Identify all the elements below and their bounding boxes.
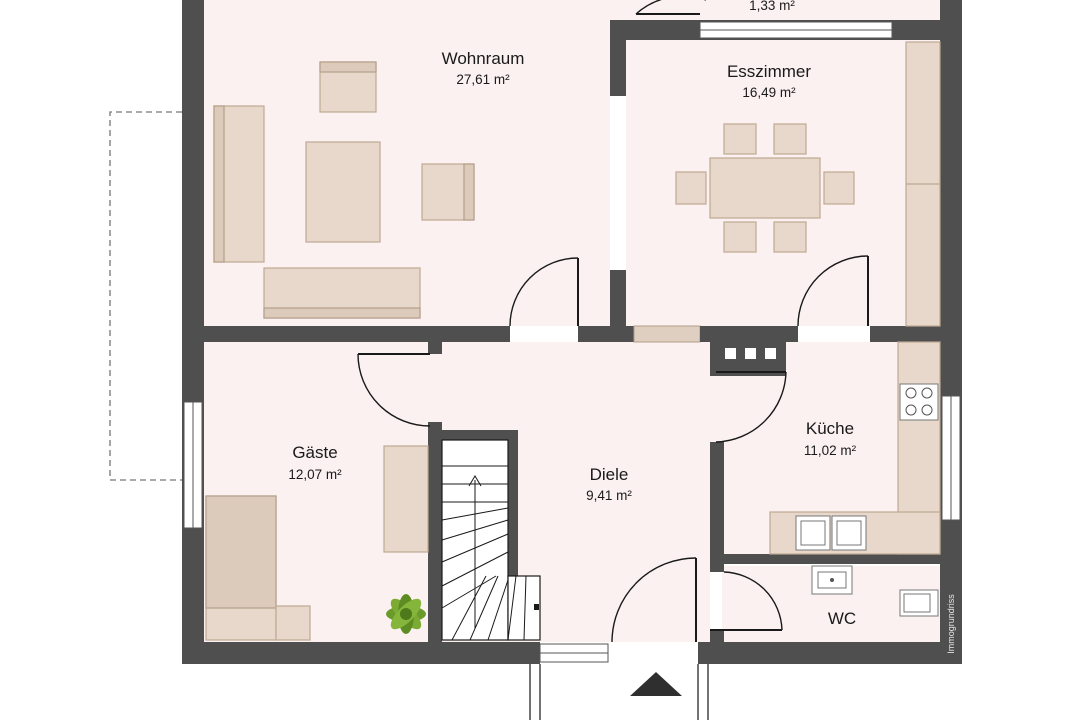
- wall-gaeste-diele: [428, 422, 442, 642]
- wall-diele-wc-top: [710, 566, 724, 572]
- wc-furniture: [811, 565, 939, 617]
- outer-wall-bottom-right: [698, 642, 962, 664]
- area-top-room: 1,33 m²: [749, 0, 795, 13]
- stair-wall-right: [508, 430, 518, 576]
- opening-dining: [633, 325, 701, 343]
- wall-kueche-wc: [722, 554, 962, 564]
- wall-mid-left: [182, 326, 510, 342]
- room-area-esszimmer: 16,49 m²: [742, 85, 796, 100]
- room-name-diele: Diele: [590, 465, 629, 484]
- wall-mid-center: [578, 326, 634, 342]
- wall-wohn-ess-lower: [610, 270, 626, 342]
- wall-mid-right-b: [870, 326, 962, 342]
- wall-wohn-ess-upper: [610, 20, 626, 96]
- entrance-arrow-icon: [630, 672, 682, 696]
- terrace-outline: [109, 111, 182, 481]
- room-area-wohnraum: 27,61 m²: [456, 72, 510, 87]
- room-name-gaeste: Gäste: [292, 443, 337, 462]
- watermark: Immogrundriss: [946, 594, 956, 654]
- stair-wall-top: [442, 430, 518, 440]
- wall-mid-right-a: [700, 326, 798, 342]
- kueche-furniture: [769, 341, 941, 555]
- staircase: [441, 439, 541, 641]
- wall-gaeste-top: [428, 342, 442, 354]
- room-area-diele: 9,41 m²: [586, 488, 632, 503]
- plant-icon: [386, 594, 426, 634]
- room-name-esszimmer: Esszimmer: [727, 62, 811, 81]
- room-area-kueche: 11,02 m²: [804, 443, 857, 458]
- gaeste-furniture: [205, 445, 429, 641]
- outer-wall-bottom-left: [182, 642, 540, 664]
- wall-diele-kueche: [710, 442, 724, 566]
- wohnraum-furniture: [213, 61, 475, 319]
- room-name-kueche: Küche: [806, 419, 854, 438]
- room-name-wc: WC: [828, 609, 856, 628]
- esszimmer-furniture: [675, 41, 941, 327]
- room-name-wohnraum: Wohnraum: [442, 49, 525, 68]
- room-area-gaeste: 12,07 m²: [288, 467, 342, 482]
- wall-diele-wc-bottom: [710, 630, 724, 642]
